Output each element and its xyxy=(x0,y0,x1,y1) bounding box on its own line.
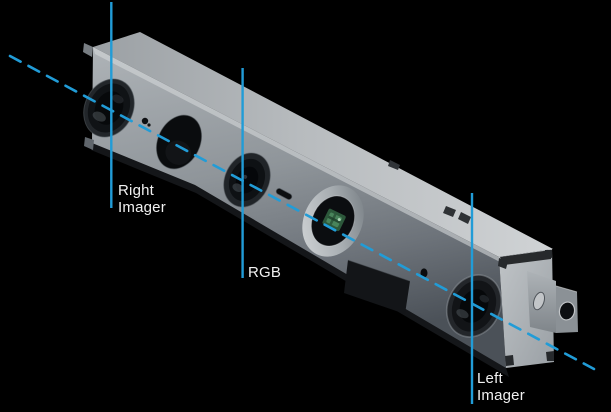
pill-slot xyxy=(275,188,293,200)
front-face-notch xyxy=(141,117,151,127)
top-face-screw-recesses xyxy=(443,206,471,224)
mounting-tab-outer-hole xyxy=(558,301,576,321)
left-end-clip-top xyxy=(83,43,93,57)
mounting-tab xyxy=(527,271,578,333)
left-imager-label: Left Imager xyxy=(477,370,525,404)
mounting-tab-inner-hole xyxy=(532,291,546,311)
camera-top-face xyxy=(93,32,553,257)
mounting-tab-edge-highlight xyxy=(555,285,578,293)
front-top-edge-highlight xyxy=(93,47,500,262)
optical-axis-dashed-line xyxy=(8,54,596,371)
projector-aperture xyxy=(155,114,203,170)
back-edge-nub xyxy=(388,160,400,170)
small-screw-hole xyxy=(420,268,428,278)
left-end-clip-bottom xyxy=(84,137,94,150)
label-recess xyxy=(344,260,410,314)
end-cap-top-band xyxy=(500,250,551,265)
label-recess-edge xyxy=(347,259,411,282)
end-cap-corner-brackets xyxy=(498,250,554,366)
rgb-label: RGB xyxy=(248,264,282,281)
annotations xyxy=(8,2,596,404)
camera-bottom-chamfer xyxy=(91,143,509,377)
right-imager-label: Right Imager xyxy=(118,182,166,216)
